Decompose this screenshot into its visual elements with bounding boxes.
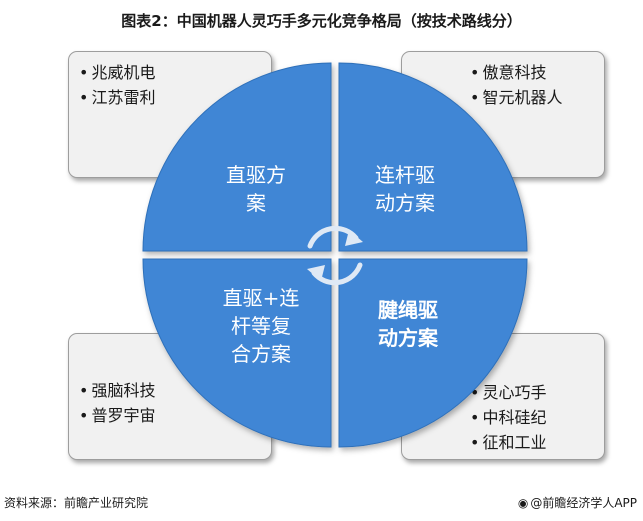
quadrant-top-right xyxy=(338,62,528,252)
label-line: 杆等复 xyxy=(231,314,291,338)
label-line: 直驱方 xyxy=(226,163,286,187)
company-item: 江苏雷利 xyxy=(79,85,271,110)
quadrant-top-left xyxy=(142,62,332,252)
quadrant-label-linkage-drive: 连杆驱 动方案 xyxy=(357,161,453,217)
company-item: 征和工业 xyxy=(470,430,604,455)
brand-credit: ◉@前瞻经济学人APP xyxy=(518,494,637,511)
source-note: 资料来源：前瞻产业研究院 xyxy=(4,496,149,510)
label-line: 动方案 xyxy=(375,191,435,215)
company-item: 普罗宇宙 xyxy=(79,403,271,428)
cycle-arrows-icon xyxy=(307,225,363,286)
company-item: 兆威机电 xyxy=(79,60,271,85)
quadrant-bottom-left xyxy=(142,258,332,448)
label-line: 动方案 xyxy=(378,326,438,350)
company-item: 智元机器人 xyxy=(470,85,604,110)
label-line: 腱绳驱 xyxy=(378,298,438,322)
label-line: 合方案 xyxy=(231,342,291,366)
quadrant-label-hybrid: 直驱+连 杆等复 合方案 xyxy=(206,284,316,368)
brand-text: @前瞻经济学人APP xyxy=(530,496,637,510)
figure-title: 图表2：中国机器人灵巧手多元化竞争格局（按技术路线分） xyxy=(121,12,522,30)
company-item: 傲意科技 xyxy=(470,60,604,85)
company-item: 强脑科技 xyxy=(79,378,271,403)
label-line: 直驱+连 xyxy=(222,286,300,310)
label-line: 案 xyxy=(246,191,266,215)
quadrant-label-tendon-drive: 腱绳驱 动方案 xyxy=(353,296,463,352)
company-item: 中科硅纪 xyxy=(470,405,604,430)
company-item: 灵心巧手 xyxy=(470,380,604,405)
quadrant-label-direct-drive: 直驱方 案 xyxy=(208,161,304,217)
eye-logo-icon: ◉ xyxy=(517,496,529,510)
label-line: 连杆驱 xyxy=(375,163,435,187)
quadrant-bottom-right xyxy=(338,258,528,448)
